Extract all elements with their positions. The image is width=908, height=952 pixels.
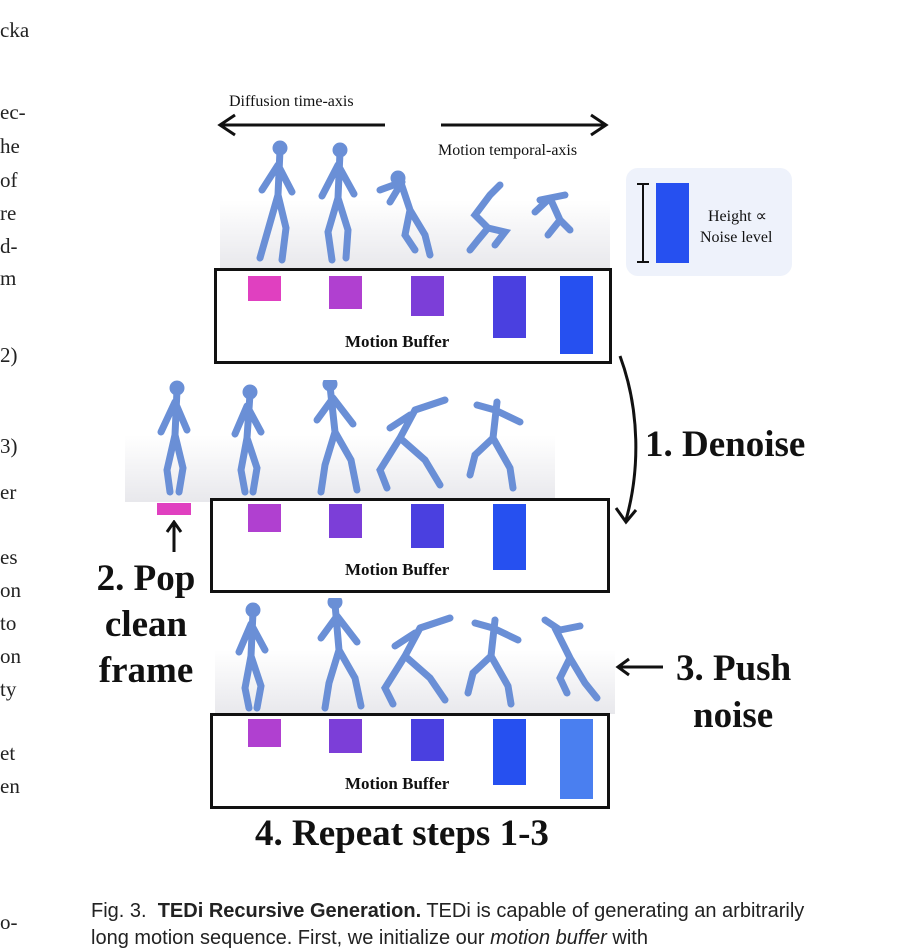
buffer-1-bar-1 (248, 276, 281, 301)
left-column-line: 2) (0, 343, 18, 367)
left-column-line: on (0, 644, 21, 668)
noise-legend: Height ∝ Noise level (626, 168, 792, 276)
temporal-axis-label: Motion temporal-axis (438, 142, 578, 159)
left-column-line: m (0, 266, 17, 290)
left-column-line: en (0, 774, 20, 798)
buffer-1-bar-4 (493, 276, 526, 338)
buffer-3-bar-4 (493, 719, 526, 785)
buffer-3-bar-1 (248, 719, 281, 747)
left-column-line: of (0, 168, 18, 192)
caption-text-2: with (606, 927, 648, 949)
step-3-line-1: 3. Push (676, 648, 792, 689)
step-1-denoise: 1. Denoise (645, 424, 806, 465)
buffer-2-bar-1 (248, 504, 281, 532)
left-column-line: re (0, 201, 17, 225)
legend-bar (656, 183, 689, 263)
denoise-arrow (614, 355, 638, 525)
figure-caption: Fig. 3. TEDi Recursive Generation. TEDi … (91, 898, 821, 952)
buffer-2-bar-4 (493, 504, 526, 570)
diffusion-axis-label: Diffusion time-axis (229, 93, 354, 110)
step-2-line-2: clean (104, 604, 188, 645)
left-column-line: to (0, 611, 17, 635)
left-column-line: o- (0, 910, 18, 934)
caption-fig-label: Fig. 3. (91, 900, 147, 922)
left-column-line: 3) (0, 434, 18, 458)
buffer-1-bar-3 (411, 276, 444, 316)
motion-buffer-1-label: Motion Buffer (345, 332, 450, 351)
step-3-line-2: noise (693, 695, 774, 736)
legend-label-line1: Height ∝ (708, 208, 767, 225)
left-column-line: et (0, 741, 16, 765)
legend-height-bracket (637, 183, 649, 263)
caption-title: TEDi Recursive Generation. (157, 900, 422, 922)
caption-text-1: TEDi is capable of generating an arbitra… (91, 900, 805, 949)
push-noise-arrow (615, 657, 663, 677)
left-column-line: on (0, 578, 21, 602)
buffer-3-bar-3 (411, 719, 444, 761)
caption-motion-buffer: motion buffer (490, 927, 607, 949)
motion-buffer-2-label: Motion Buffer (345, 560, 450, 579)
left-column-line: he (0, 134, 20, 158)
motion-figures-row-1 (220, 140, 610, 268)
step-2-pop-clean-frame: 2. Pop clean frame (76, 556, 216, 694)
motion-figures-row-2 (125, 380, 555, 502)
legend-label-line2: Noise level (700, 229, 773, 246)
left-column-line: ty (0, 677, 17, 701)
motion-figures-row-3 (215, 598, 615, 714)
buffer-2-bar-2 (329, 504, 362, 538)
step-4-repeat: 4. Repeat steps 1-3 (255, 813, 549, 854)
popped-clean-frame-bar (157, 503, 191, 515)
left-column-line: cka (0, 18, 30, 42)
buffer-3-bar-5 (560, 719, 593, 799)
buffer-1-bar-5 (560, 276, 593, 354)
diffusion-axis-arrow (217, 113, 385, 137)
step-2-line-3: frame (98, 650, 194, 691)
left-column-line: er (0, 480, 17, 504)
left-column-line: ec- (0, 100, 26, 124)
temporal-axis-arrow (441, 113, 609, 137)
buffer-2-bar-3 (411, 504, 444, 548)
left-column-line: d- (0, 234, 18, 258)
buffer-3-bar-2 (329, 719, 362, 753)
step-2-line-1: 2. Pop (96, 558, 196, 599)
pop-arrow (165, 520, 183, 552)
buffer-1-bar-2 (329, 276, 362, 309)
motion-buffer-3-label: Motion Buffer (345, 774, 450, 793)
left-column-line: es (0, 545, 18, 569)
